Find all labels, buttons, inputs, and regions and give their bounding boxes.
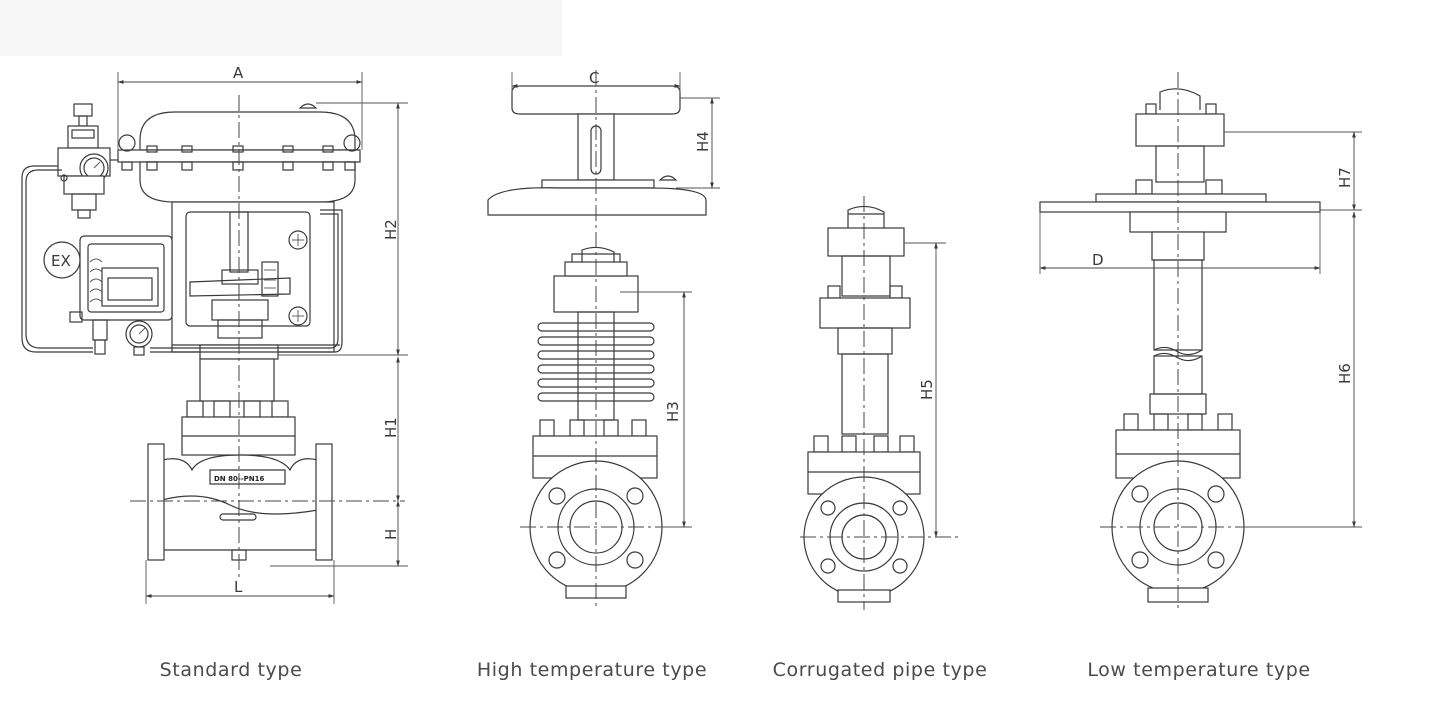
dim-label-h7: H7 [1336, 167, 1354, 188]
standard-type-drawing: EX DN 8 [21, 64, 408, 604]
caption-standard-type: Standard type [159, 659, 303, 681]
header-band [0, 0, 562, 56]
low-temperature-type-drawing: D H7 H6 [1039, 72, 1362, 610]
dim-label-a: A [233, 64, 244, 82]
dim-label-h: H [382, 529, 400, 540]
corrugated-pipe-type-drawing: H5 [800, 196, 962, 610]
dim-label-h2: H2 [382, 219, 400, 240]
dim-label-h4: H4 [694, 131, 712, 152]
high-temperature-type-drawing: C H4 H3 [487, 69, 720, 610]
dim-label-h5: H5 [918, 379, 936, 400]
dim-label-l: L [234, 578, 243, 596]
dim-label-h3: H3 [664, 401, 682, 422]
caption-high-temperature-type: High temperature type [476, 659, 708, 681]
ex-mark: EX [51, 252, 71, 270]
dim-label-d: D [1092, 251, 1104, 269]
caption-corrugated-pipe-type: Corrugated pipe type [772, 659, 988, 681]
dim-label-h6: H6 [1336, 363, 1354, 384]
caption-low-temperature-type: Low temperature type [1087, 659, 1311, 681]
dim-label-c: C [589, 69, 599, 87]
dim-label-h1: H1 [382, 417, 400, 438]
